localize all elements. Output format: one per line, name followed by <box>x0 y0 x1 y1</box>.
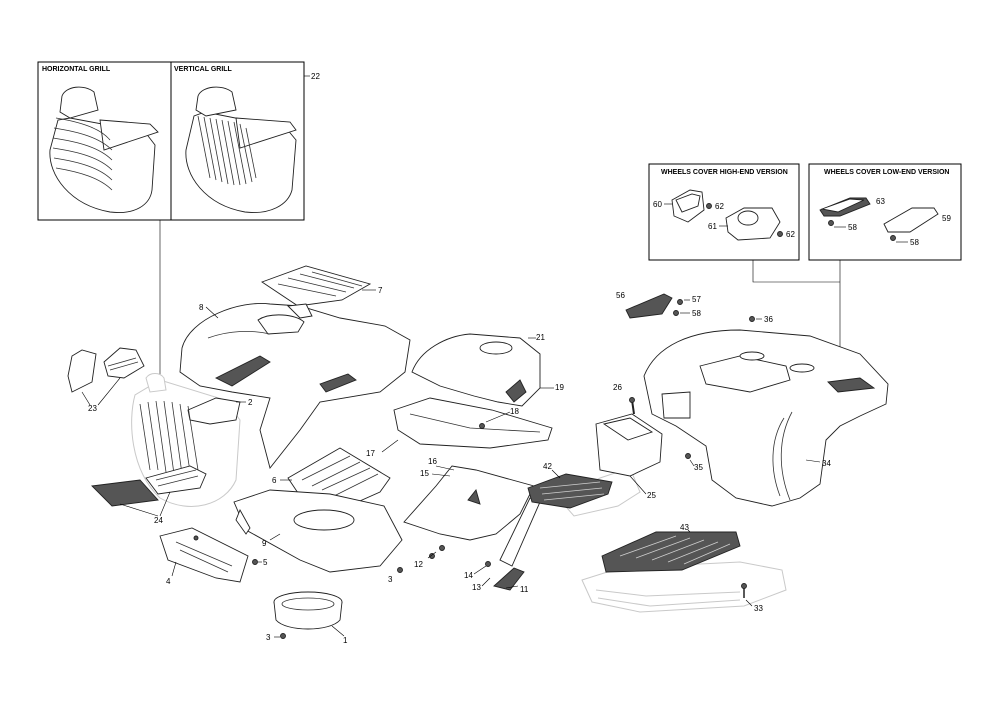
callout-56: 56 <box>616 291 625 300</box>
part-9-lower-body <box>233 489 403 573</box>
part-16-dash-panel <box>403 465 535 559</box>
part-42-floor-mat <box>527 473 613 509</box>
wheels-high-inset: WHEELS COVER HIGH-END VERSION 60 62 61 6… <box>648 163 800 261</box>
wheels-low-frame <box>808 163 962 261</box>
callout-7: 7 <box>378 286 383 295</box>
horizontal-grill-title: HORIZONTAL GRILL <box>42 66 111 73</box>
part-63-drawing <box>819 197 871 217</box>
part-56-handle <box>625 293 673 319</box>
callout-18: 18 <box>510 407 519 416</box>
part-2-grill <box>139 397 241 475</box>
callout-34: 34 <box>822 459 831 468</box>
part-43-footrest-mat <box>601 531 741 573</box>
callout-3a: 3 <box>388 575 393 584</box>
callout-3b: 3 <box>266 633 271 642</box>
callout-6: 6 <box>272 476 277 485</box>
part-7-rack <box>261 265 372 319</box>
callout-12: 12 <box>414 560 423 569</box>
callout-62b: 62 <box>786 230 795 239</box>
callout-58c: 58 <box>692 309 701 318</box>
part-33-bolt <box>741 583 747 598</box>
callout-24: 24 <box>154 516 163 525</box>
part-61-drawing <box>725 207 781 241</box>
part-17-tray <box>393 397 553 449</box>
part-36-screw <box>749 316 755 322</box>
callout-42: 42 <box>543 462 552 471</box>
vertical-grill-drawing <box>185 86 297 213</box>
callout-58b: 58 <box>910 238 919 247</box>
callout-19: 19 <box>555 383 564 392</box>
callout-21: 21 <box>536 333 545 342</box>
callout-35: 35 <box>694 463 703 472</box>
part-3-screw-b <box>280 633 286 639</box>
part-24-lower-panels <box>91 465 207 507</box>
callout-16: 16 <box>428 457 437 466</box>
part-59-drawing <box>883 207 939 233</box>
part-60-drawing <box>671 189 705 223</box>
callout-8: 8 <box>199 303 204 312</box>
callout-61: 61 <box>708 222 717 231</box>
part-35-clip <box>685 453 691 459</box>
callout-60: 60 <box>653 200 662 209</box>
callout-26: 26 <box>613 383 622 392</box>
grill-inset: HORIZONTAL GRILL VERTICAL GRILL <box>37 61 320 221</box>
vertical-grill-title: VERTICAL GRILL <box>174 66 233 73</box>
part-8-hood <box>179 302 411 469</box>
part-3-screw-a <box>397 567 403 573</box>
wheels-high-title: WHEELS COVER HIGH-END VERSION <box>661 169 788 176</box>
callout-9: 9 <box>262 539 267 548</box>
part-1-ring <box>273 591 343 630</box>
part-26-bolt <box>629 397 635 415</box>
callout-58a: 58 <box>848 223 857 232</box>
callout-11: 11 <box>520 585 529 594</box>
callout-62a: 62 <box>715 202 724 211</box>
wheels-high-frame <box>648 163 800 261</box>
callout-4: 4 <box>166 577 171 586</box>
part-25-console <box>595 413 663 477</box>
horizontal-grill-drawing <box>49 86 159 213</box>
callout-14: 14 <box>464 571 473 580</box>
wheels-low-title: WHEELS COVER LOW-END VERSION <box>824 169 949 176</box>
callout-36: 36 <box>764 315 773 324</box>
callout-5: 5 <box>263 558 268 567</box>
wheels-low-inset: WHEELS COVER LOW-END VERSION 63 58 59 58 <box>808 163 962 261</box>
callout-1: 1 <box>343 636 348 645</box>
callout-63: 63 <box>876 197 885 206</box>
callout-43: 43 <box>680 523 689 532</box>
callout-59: 59 <box>942 214 951 223</box>
part-4-bracket <box>159 527 249 583</box>
callout-57: 57 <box>692 295 701 304</box>
part-23-side-grills <box>67 347 145 393</box>
wheels-inset-leader-a <box>752 260 840 283</box>
callout-33: 33 <box>754 604 763 613</box>
part-34-rear-body <box>643 329 889 507</box>
callout-13: 13 <box>472 583 481 592</box>
part-5-screw <box>252 559 258 565</box>
callout-2: 2 <box>248 398 253 407</box>
callout-22: 22 <box>311 72 320 81</box>
callout-17: 17 <box>366 449 375 458</box>
callout-25: 25 <box>647 491 656 500</box>
part-21-dash-cover <box>411 333 541 407</box>
callout-15: 15 <box>420 469 429 478</box>
callout-23: 23 <box>88 404 97 413</box>
